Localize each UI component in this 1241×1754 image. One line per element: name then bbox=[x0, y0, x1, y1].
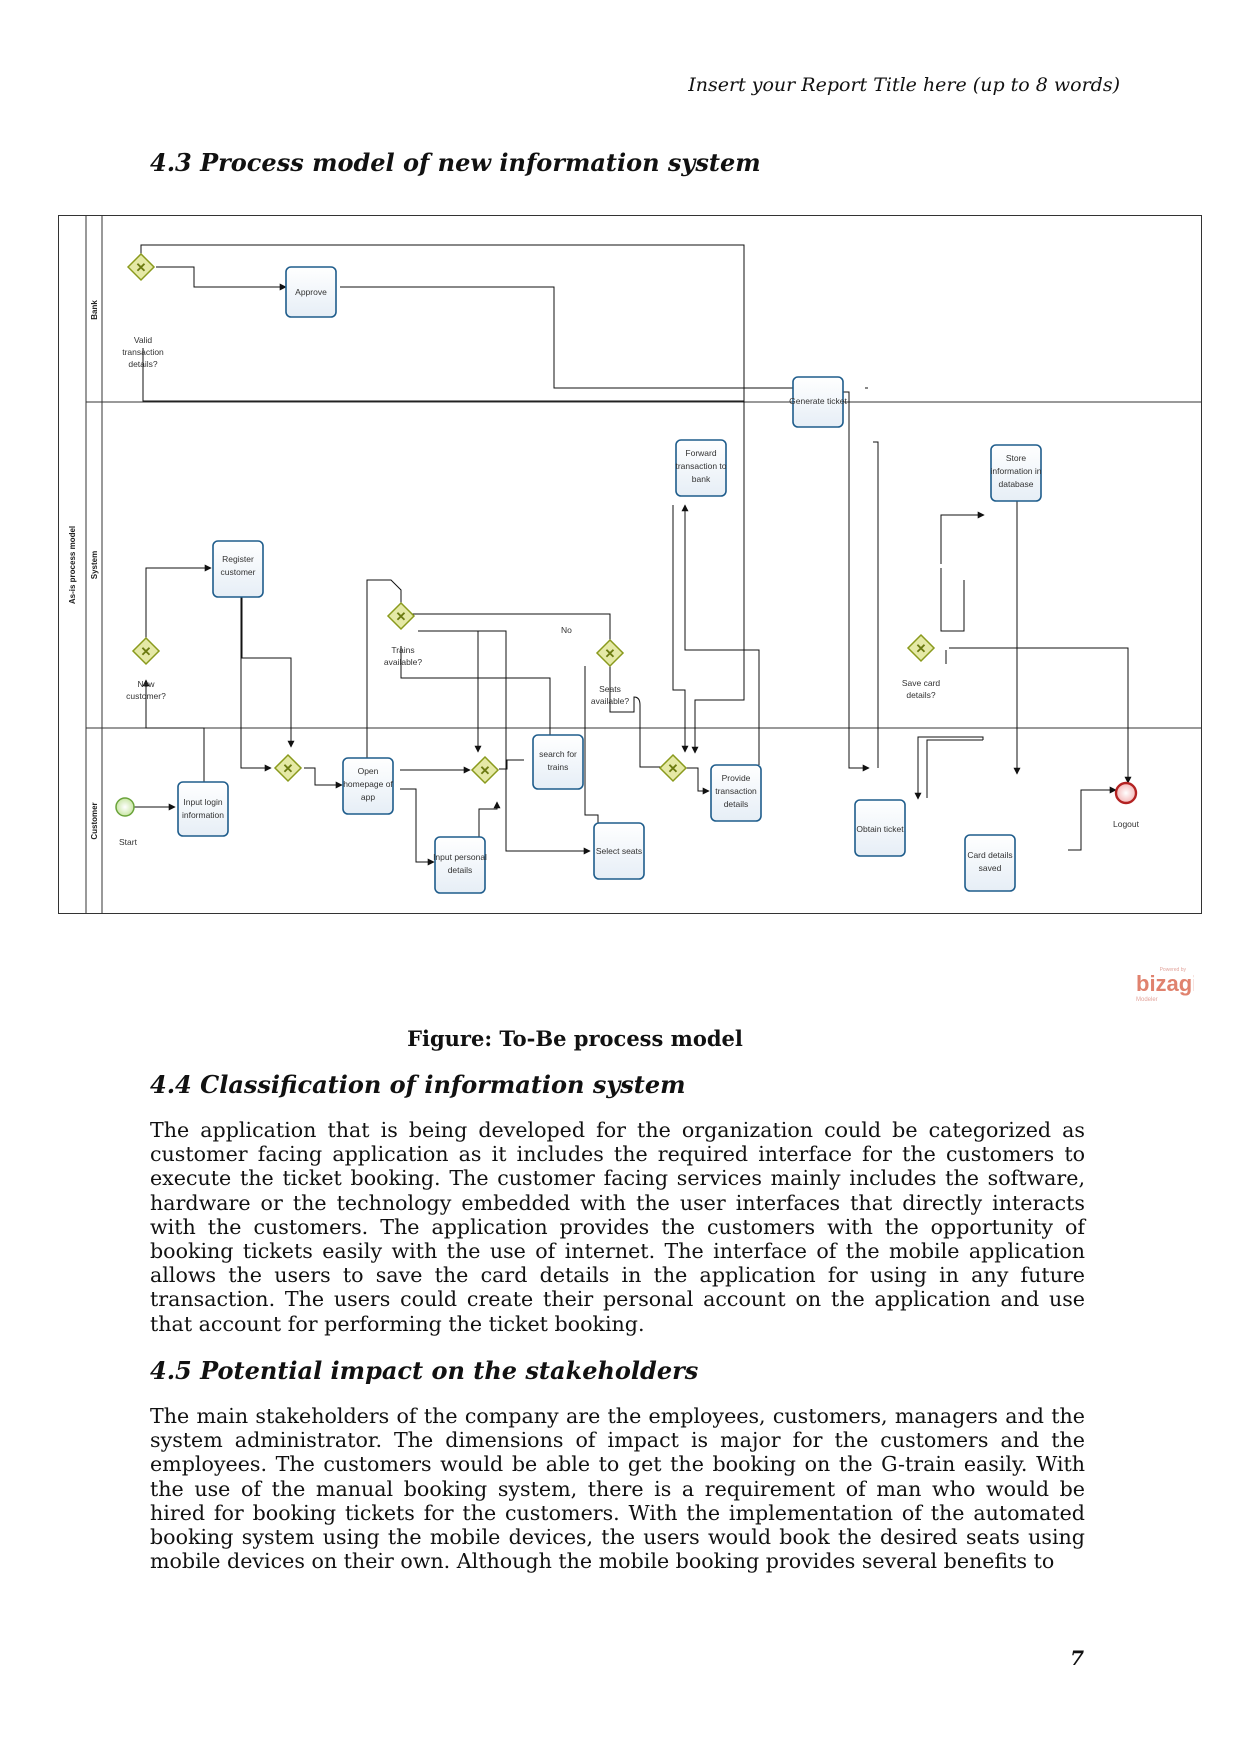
pool-label: As-is process model bbox=[68, 526, 77, 604]
svg-text:✕: ✕ bbox=[141, 644, 152, 659]
process-model-diagram: As-is process model Bank System Customer bbox=[58, 215, 1202, 914]
lane-label-system: System bbox=[90, 551, 99, 579]
paragraph-classification: The application that is being developed … bbox=[150, 1118, 1085, 1336]
task-generate-ticket: Generate ticket bbox=[789, 376, 847, 428]
svg-text:bizagi: bizagi bbox=[1136, 971, 1194, 996]
pool-frame bbox=[58, 215, 1202, 914]
svg-text:Obtain ticket: Obtain ticket bbox=[856, 824, 904, 834]
gateway-merge-register: ✕ bbox=[273, 753, 303, 783]
figure-caption: Figure: To-Be process model bbox=[407, 1026, 743, 1051]
svg-text:✕: ✕ bbox=[480, 763, 491, 778]
svg-text:✕: ✕ bbox=[283, 761, 294, 776]
svg-text:✕: ✕ bbox=[668, 761, 679, 776]
svg-text:✕: ✕ bbox=[605, 646, 616, 661]
gateway-merge-search: ✕ bbox=[470, 755, 500, 785]
svg-text:✕: ✕ bbox=[916, 641, 927, 656]
bizagi-watermark: Powered by bizagi Modeler bbox=[1134, 963, 1198, 1011]
flow-label-no: No bbox=[561, 625, 572, 635]
svg-text:Start: Start bbox=[119, 837, 138, 847]
paragraph-stakeholders: The main stakeholders of the company are… bbox=[150, 1404, 1085, 1574]
lane-label-bank: Bank bbox=[90, 300, 99, 320]
section-heading-4-3: 4.3 Process model of new information sys… bbox=[150, 148, 761, 177]
section-heading-4-4: 4.4 Classification of information system bbox=[150, 1070, 686, 1099]
task-select-seats: Select seats bbox=[593, 822, 645, 880]
start-event: Start bbox=[115, 797, 138, 847]
task-approve: Approve bbox=[285, 266, 337, 318]
lane-label-customer: Customer bbox=[90, 802, 99, 839]
svg-text:Select seats: Select seats bbox=[596, 846, 642, 856]
svg-text:Modeler: Modeler bbox=[1136, 997, 1158, 1003]
page-number: 7 bbox=[1070, 1646, 1084, 1670]
svg-text:Generate ticket: Generate ticket bbox=[789, 396, 847, 406]
svg-text:Powered by: Powered by bbox=[1160, 967, 1187, 973]
section-heading-4-5: 4.5 Potential impact on the stakeholders bbox=[150, 1356, 699, 1385]
svg-text:Logout: Logout bbox=[1113, 819, 1140, 829]
svg-text:✕: ✕ bbox=[396, 609, 407, 624]
gateway-merge-payment: ✕ bbox=[658, 753, 688, 783]
task-obtain-ticket: Obtain ticket bbox=[854, 799, 906, 857]
page-header-title: Insert your Report Title here (up to 8 w… bbox=[688, 74, 1120, 96]
svg-text:Approve: Approve bbox=[295, 287, 327, 297]
end-event-logout: Logout bbox=[1113, 781, 1140, 829]
sequence-flows bbox=[134, 244, 1132, 866]
svg-text:✕: ✕ bbox=[136, 260, 147, 275]
